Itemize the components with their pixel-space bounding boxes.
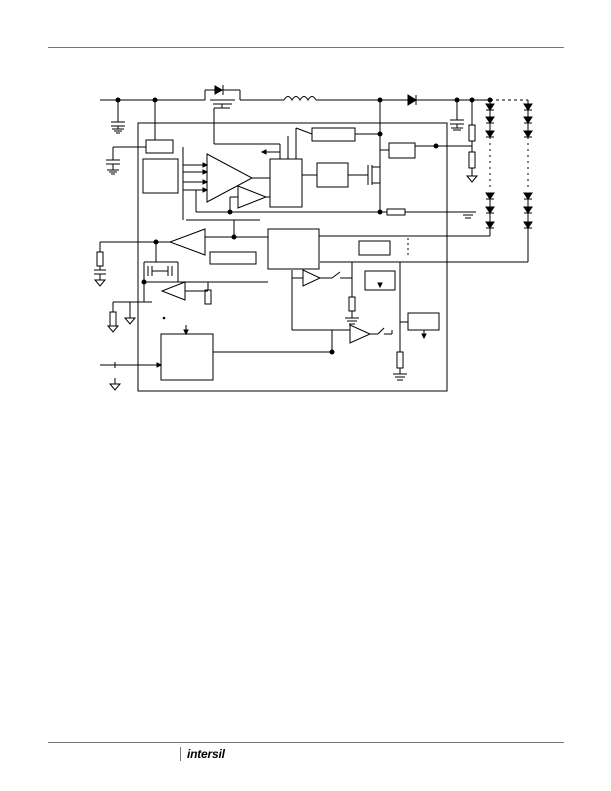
channel-sense-block <box>364 270 396 291</box>
input-rail <box>100 89 284 103</box>
footer-divider <box>180 747 181 761</box>
inductor <box>283 96 317 102</box>
divider-resistor-top <box>468 124 476 142</box>
reference-block <box>209 251 257 265</box>
gate-driver-block <box>316 162 349 188</box>
footer-rule <box>48 742 564 743</box>
enable-pwm-block <box>160 333 214 381</box>
mirror-amplifier <box>160 281 186 301</box>
channel-resistor <box>348 296 356 312</box>
ldo-block <box>145 139 174 154</box>
current-mirror <box>130 242 268 303</box>
sense-resistor <box>386 208 406 216</box>
fault-resistor <box>396 351 404 369</box>
ovp-block <box>388 142 416 159</box>
current-sense-block <box>311 127 356 142</box>
input-capacitor <box>111 100 125 134</box>
fault-output-block <box>407 312 440 331</box>
bias-resistor <box>204 289 212 305</box>
footer-logo: intersil <box>180 745 225 763</box>
dimming-comparator-1 <box>302 269 322 287</box>
channel-driver-block <box>358 240 391 256</box>
set-resistor <box>109 311 117 327</box>
led-string-1 <box>320 100 495 237</box>
pwm-logic-block <box>269 158 303 208</box>
header-rule <box>48 47 564 48</box>
fault-comparator <box>349 324 372 344</box>
comparator-small <box>237 185 268 209</box>
intersil-logo-icon: intersil <box>187 747 225 761</box>
error-amplifier <box>206 153 254 203</box>
comp-resistor <box>96 251 104 267</box>
boost-diode <box>407 94 417 106</box>
oscillator-block <box>142 158 179 194</box>
divider-resistor-bottom <box>468 151 476 169</box>
power-nmos <box>365 165 380 185</box>
led-string-n <box>320 100 533 263</box>
ic-boundary <box>137 122 448 392</box>
control-logic-block <box>267 228 320 270</box>
buffer-amplifier <box>168 228 206 256</box>
pmos-switch <box>210 85 235 124</box>
